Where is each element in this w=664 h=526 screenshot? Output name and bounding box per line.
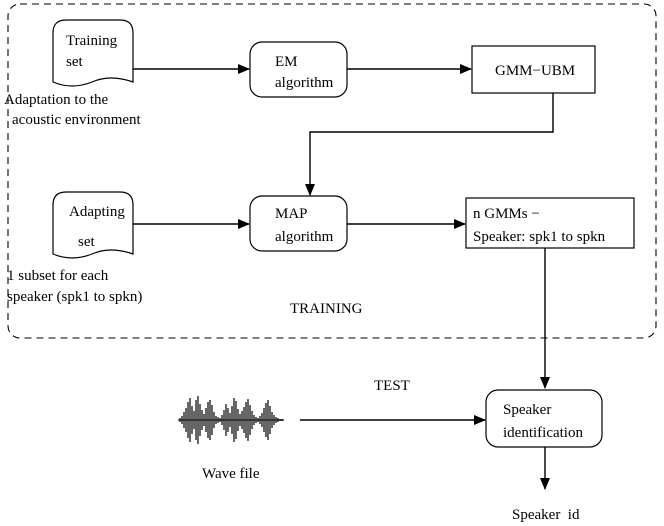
wave-file-label: Wave file [202,466,260,482]
test-label: TEST [374,378,410,394]
training-set-node: Training set [52,19,134,87]
speaker-identification-label-line1: Speaker [503,402,551,418]
training-set-label-line1: Training [66,33,118,49]
speaker-id-output-label: Speaker id [512,507,580,523]
adapting-set-label-line1: Adapting [69,204,125,220]
waveform-icon [178,396,284,444]
adapting-note-line2: speaker (spk1 to spkn) [7,289,142,305]
gmm-ubm-label: GMM−UBM [495,63,575,79]
training-region [7,3,657,339]
arrow-gmm-ubm-to-map [305,93,554,196]
training-set-label-line2: set [66,54,83,70]
em-label-line2: algorithm [275,75,334,91]
n-gmms-node: n GMMs − Speaker: spk1 to spkn [465,197,635,249]
gmm-ubm-node: GMM−UBM [471,45,596,94]
map-label-line1: MAP [275,206,308,222]
n-gmms-label-line2: Speaker: spk1 to spkn [473,229,606,245]
em-algorithm-node: EM algorithm [249,41,348,98]
map-label-line2: algorithm [275,229,334,245]
training-note-line2: acoustic environment [12,112,142,128]
n-gmms-label-line1: n GMMs − [473,206,540,222]
training-note-line1: Adaptation to the [4,92,108,108]
em-label-line1: EM [275,54,298,70]
training-region-label: TRAINING [290,301,363,317]
adapting-set-label-line2: set [78,234,95,250]
adapting-set-node: Adapting set [52,191,134,259]
speaker-identification-label-line2: identification [503,425,583,441]
map-algorithm-node: MAP algorithm [249,195,348,252]
adapting-note-line1: 1 subset for each [7,268,109,284]
speaker-identification-node: Speaker identification [485,389,603,448]
